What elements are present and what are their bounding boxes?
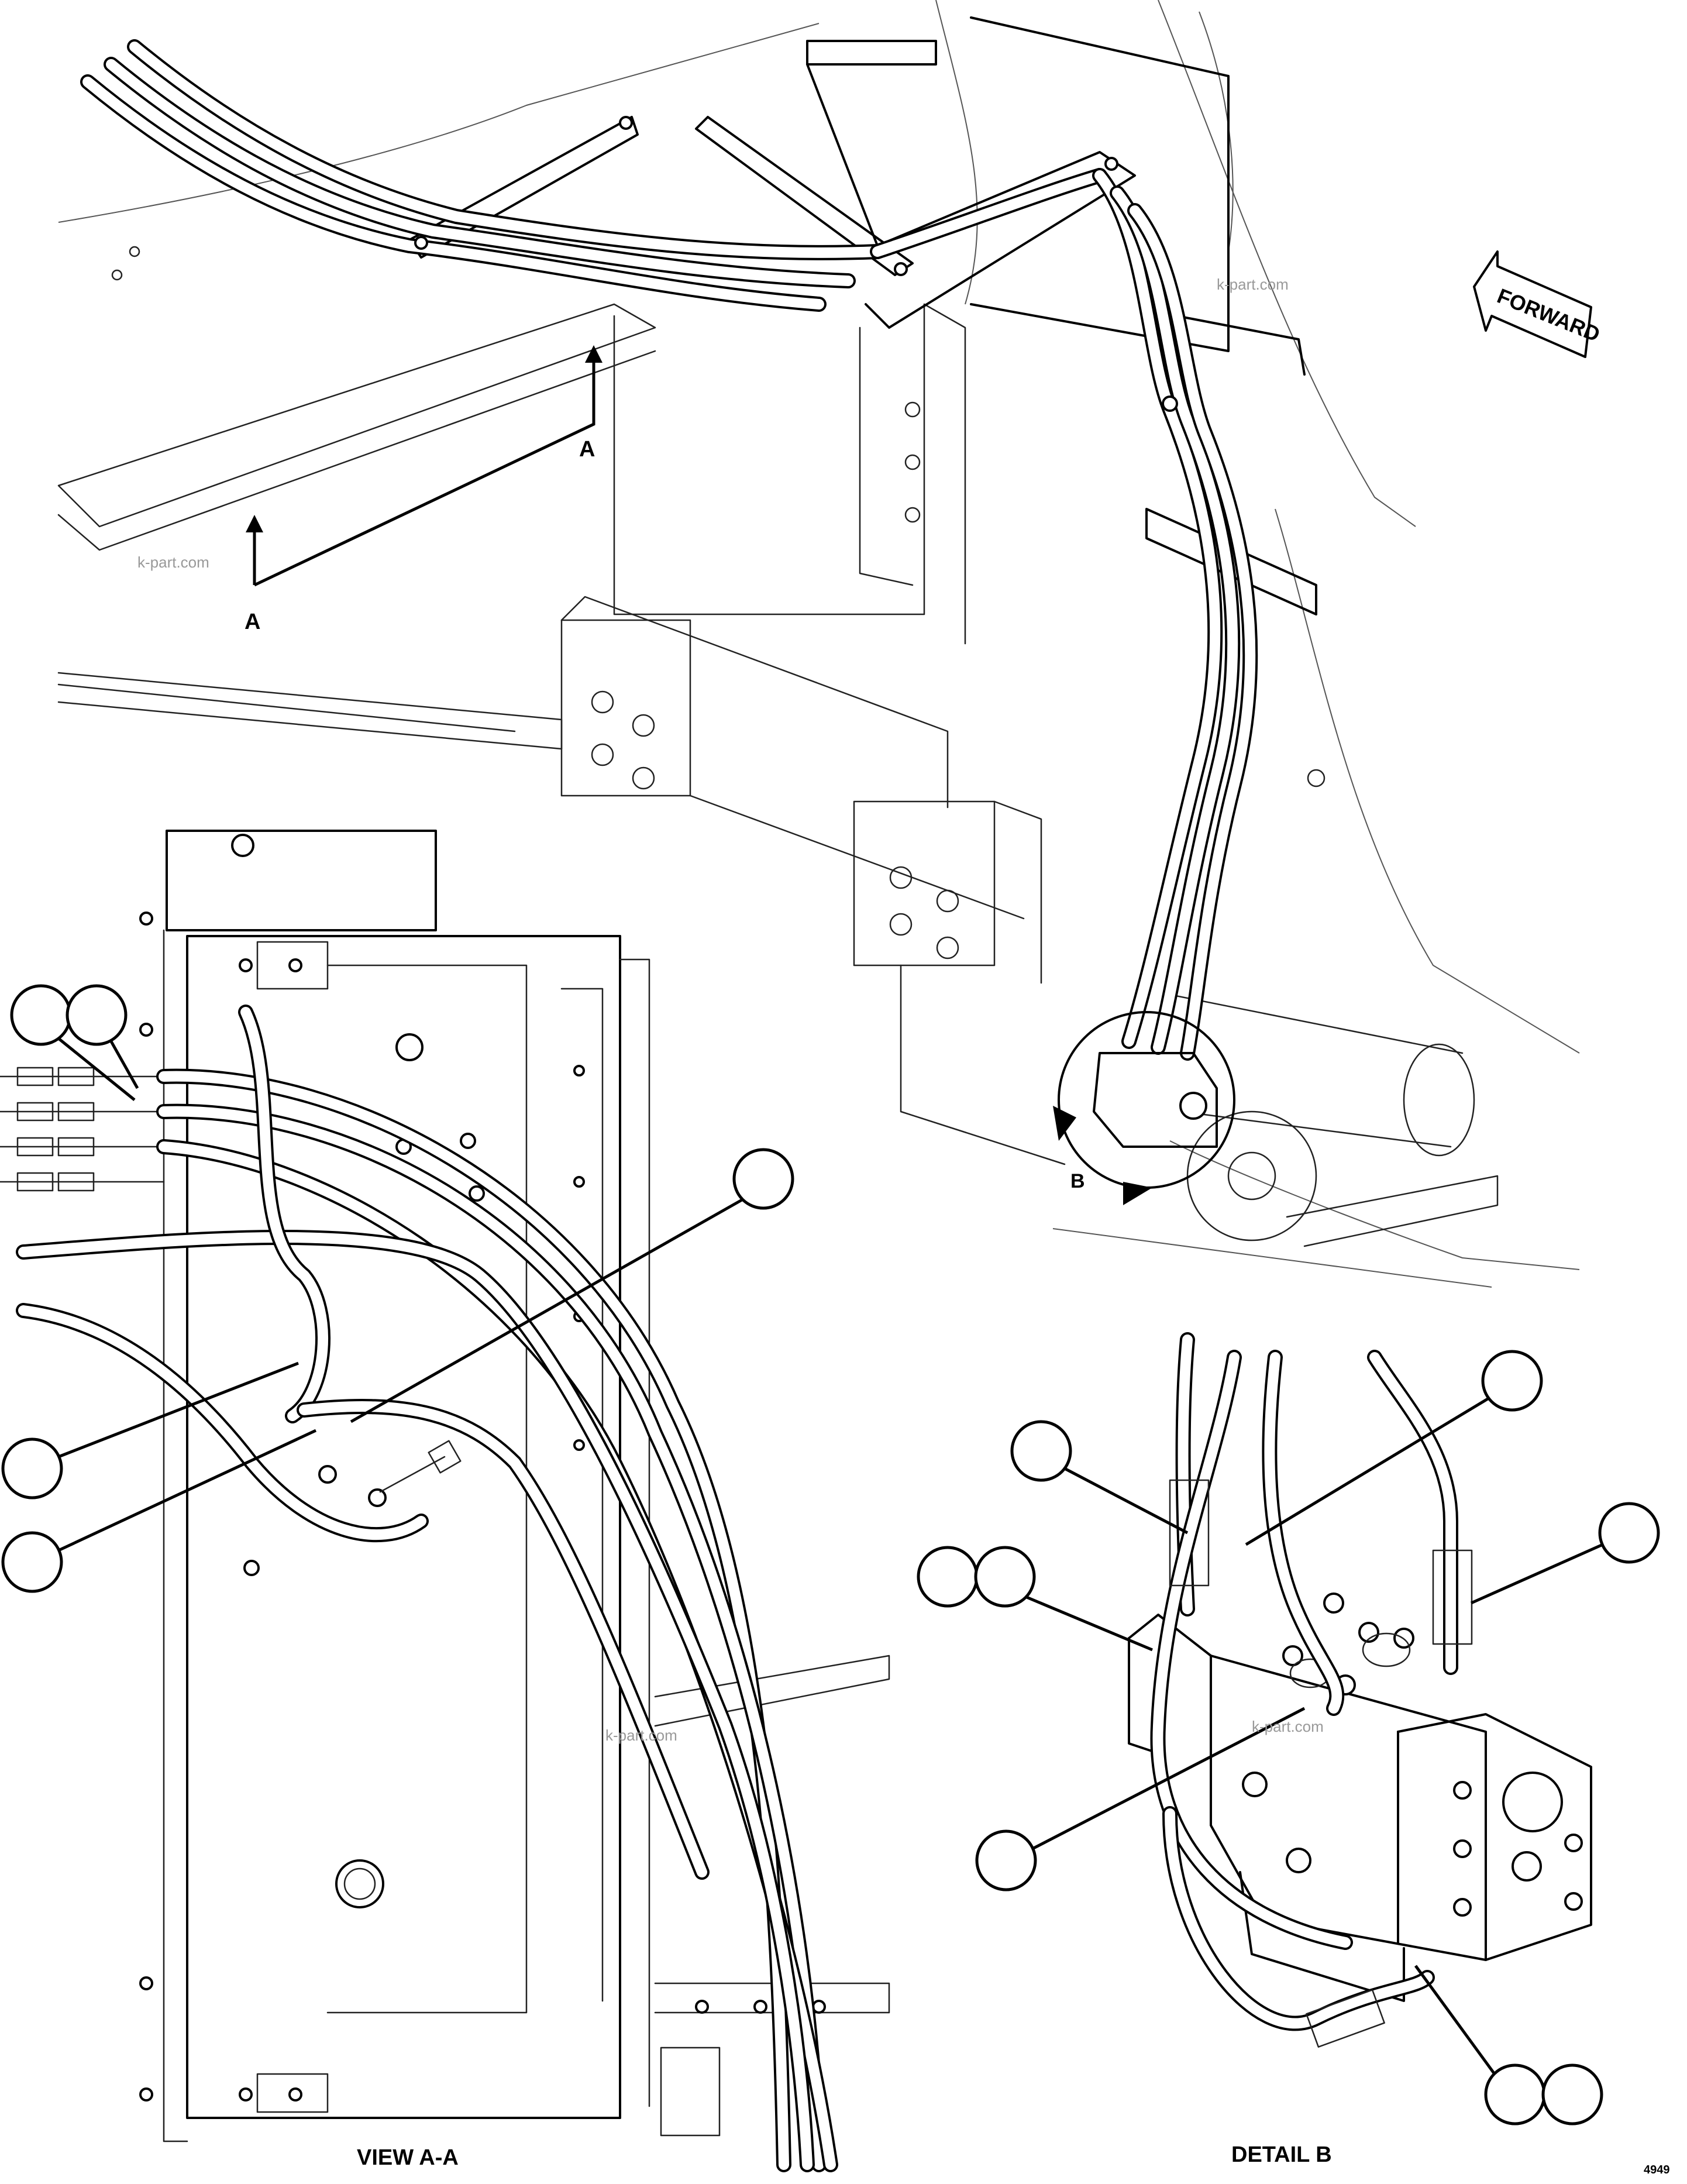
section-a-a-indicator: A A	[245, 345, 602, 634]
watermark-2: k-part.com	[137, 553, 209, 571]
machine-frame-overview	[57, 0, 1580, 1288]
callout-detail-b-8	[1541, 2063, 1603, 2125]
detail-b-arrow-right	[1123, 1182, 1152, 1205]
detail-b: DETAIL B	[917, 1332, 1660, 2167]
detail-b-marker: B	[1070, 1170, 1085, 1192]
callout-detail-b-1	[1010, 1420, 1072, 1482]
watermark-3: k-part.com	[605, 1726, 677, 1744]
callout-detail-b-2	[1481, 1350, 1543, 1412]
callout-view-aa-5	[1, 1531, 63, 1593]
detail-b-arrow-left	[1053, 1106, 1076, 1141]
callout-detail-b-6	[975, 1829, 1037, 1891]
forward-label: FORWARD	[1494, 284, 1603, 346]
watermark-1: k-part.com	[1217, 276, 1289, 293]
callout-detail-b-3	[1598, 1502, 1660, 1564]
forward-direction-arrow: FORWARD	[1473, 250, 1603, 358]
callout-view-aa-4	[1, 1437, 63, 1499]
callout-detail-b-4	[917, 1546, 979, 1608]
detail-b-caption: DETAIL B	[1231, 2142, 1332, 2167]
section-a-label-lower: A	[245, 610, 260, 634]
callout-view-aa-2	[66, 984, 128, 1046]
section-a-label-upper: A	[579, 437, 595, 462]
view-a-a: VIEW A-A	[0, 830, 890, 2172]
detail-b-locator: B	[1053, 1011, 1235, 1205]
watermark-4: k-part.com	[1252, 1718, 1324, 1735]
callout-detail-b-5	[974, 1546, 1036, 1608]
callout-view-aa-1	[10, 984, 72, 1046]
upper-hose-bracket-assembly	[80, 16, 1317, 1061]
figure-code: 4949	[1644, 2164, 1670, 2176]
callout-view-aa-3	[732, 1148, 794, 1210]
view-aa-caption: VIEW A-A	[357, 2145, 459, 2170]
